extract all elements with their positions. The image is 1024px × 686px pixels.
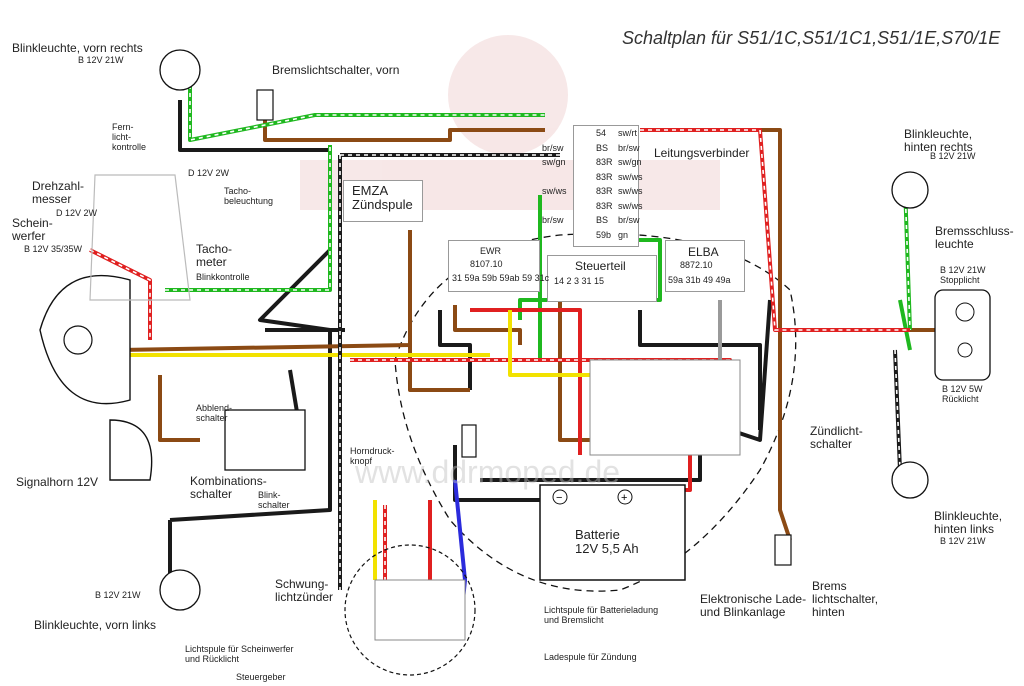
page-title: Schaltplan für S51/1C,S51/1C1,S51/1E,S70… — [622, 28, 1001, 48]
connector-pin-label: BS — [596, 142, 609, 153]
connector-pin-label: BS — [596, 215, 609, 225]
connector-right-label: sw/ws — [618, 171, 643, 182]
connector-right-label: gn — [618, 229, 629, 240]
label-schein-spec: B 12V 35/35W — [24, 244, 83, 254]
label-signalhorn: Signalhorn 12V — [16, 475, 99, 489]
connector-left-label: sw/gn — [542, 157, 566, 167]
battery-minus-icon — [552, 489, 568, 505]
label-d12v2w-b: D 12V 2W — [56, 208, 98, 218]
label-schwung: Schwung-lichtzünder — [275, 577, 334, 604]
connector-right-label: sw/rt — [618, 128, 637, 138]
connector-right-label: sw/ws — [618, 200, 643, 211]
label-steuergeber: Steuergeber — [236, 672, 286, 682]
label-ewr-pins: 31 59a 59b 59ab 59 31c — [452, 273, 550, 283]
blinker-front-right-icon — [159, 49, 201, 91]
blinker-rear-right-icon — [891, 171, 929, 209]
label-blink-hl: Blinkleuchte,hinten links — [934, 509, 1003, 536]
label-blink-hr-spec: B 12V 21W — [930, 151, 976, 161]
label-blink-hl-spec: B 12V 21W — [940, 536, 986, 546]
label-steuerteil: Steuerteil — [575, 259, 626, 273]
connector-pin-label: 59b — [596, 229, 612, 240]
emza-box — [343, 180, 423, 222]
connector-left-label: br/sw — [542, 215, 564, 225]
label-drehzahl: Drehzahl-messer — [32, 179, 85, 206]
combi-switch-box — [224, 409, 306, 471]
brake-switch-front-icon — [256, 89, 274, 121]
label-ladespule: Ladespule für Zündung — [544, 652, 637, 662]
connector-right-label: sw/gn — [618, 157, 642, 167]
connector-block — [573, 125, 639, 247]
stop-bulb-icon — [955, 302, 975, 322]
label-tacho: Tacho-meter — [196, 242, 233, 269]
label-abblend: Abblend-schalter — [196, 403, 233, 423]
connector-right-label: sw/ws — [618, 186, 643, 196]
svg-text:−: − — [556, 492, 562, 504]
label-leitungsverbinder: Leitungsverbinder — [654, 146, 750, 160]
instrument-cluster-outline — [89, 174, 191, 301]
connector-left-label: sw/ws — [542, 186, 567, 196]
headlight-bulb-icon — [63, 325, 93, 355]
label-ewr: EWR — [480, 246, 501, 256]
connector-pin-label: 54 — [596, 128, 607, 138]
connector-pin-label: 83R — [596, 157, 613, 167]
label-blink-vl: Blinkleuchte, vorn links — [34, 618, 157, 632]
battery-plus-icon — [617, 489, 633, 505]
watermark-text: www.ddrmoped.de — [355, 454, 621, 490]
label-brems-vorn: Bremslichtschalter, vorn — [272, 63, 400, 77]
wires-yellow — [125, 310, 600, 580]
label-blink-vr: Blinkleuchte, vorn rechts — [12, 41, 143, 55]
connector-pin-label: 83R — [596, 200, 613, 211]
horn-icon — [109, 419, 153, 481]
label-fern-kontrolle: Fern-licht-kontrolle — [112, 122, 147, 152]
wires-blackwhite-dash — [339, 154, 901, 590]
svg-text:+: + — [621, 492, 627, 504]
connector-right-label: br/sw — [618, 142, 640, 153]
blinker-rear-left-icon — [891, 461, 929, 499]
brake-switch-rear-icon — [774, 534, 792, 566]
label-d12v2w-a: D 12V 2W — [188, 168, 230, 178]
connector-pin-label: 83R — [596, 186, 613, 196]
label-blinkschalter: Blink-schalter — [258, 490, 290, 510]
label-elba: ELBA — [688, 245, 719, 259]
label-blink-vl-spec: B 12V 21W — [95, 590, 141, 600]
frame-outline — [394, 233, 797, 592]
label-elba-num: 8872.10 — [680, 260, 713, 270]
connector-right-label: br/sw — [618, 215, 640, 225]
label-steuer-pins: 14 2 3 31 15 — [554, 276, 605, 286]
tail-light-housing — [934, 289, 991, 381]
wires-green-dash — [165, 85, 911, 331]
blinker-front-left-icon — [159, 569, 201, 611]
steuerteil-box — [547, 255, 657, 302]
fuse-icon — [461, 424, 477, 458]
label-blink-hr: Blinkleuchte,hinten rechts — [904, 127, 973, 154]
label-elba-pins: 59a 31b 49 49a — [668, 275, 731, 285]
magneto-plate — [374, 579, 466, 641]
label-ewr-num: 8107.10 — [470, 259, 503, 269]
label-zuendlicht: Zündlicht-schalter — [810, 424, 863, 451]
elba-box — [665, 240, 745, 292]
label-horndruck: Horndruck-knopf — [350, 446, 395, 466]
ignition-switch-box — [589, 359, 741, 456]
label-elektronische: Elektronische Lade-und Blinkanlage — [700, 592, 807, 619]
label-bremsschluss: Bremsschluss-leuchte — [935, 224, 1014, 251]
label-blink-vr-spec: B 12V 21W — [78, 55, 124, 65]
ewr-box — [448, 240, 540, 292]
label-tacho-bel: Tacho-beleuchtung — [224, 186, 274, 206]
label-kombi: Kombinations-schalter — [190, 474, 267, 501]
connector-pin-label: 83R — [596, 171, 613, 182]
tail-bulb-icon — [957, 342, 973, 358]
label-blinkkontrolle: Blinkkontrolle — [196, 272, 250, 282]
label-schein: Schein-werfer — [12, 216, 53, 243]
connector-left-label: br/sw — [542, 142, 564, 153]
magneto-circle — [344, 544, 476, 676]
